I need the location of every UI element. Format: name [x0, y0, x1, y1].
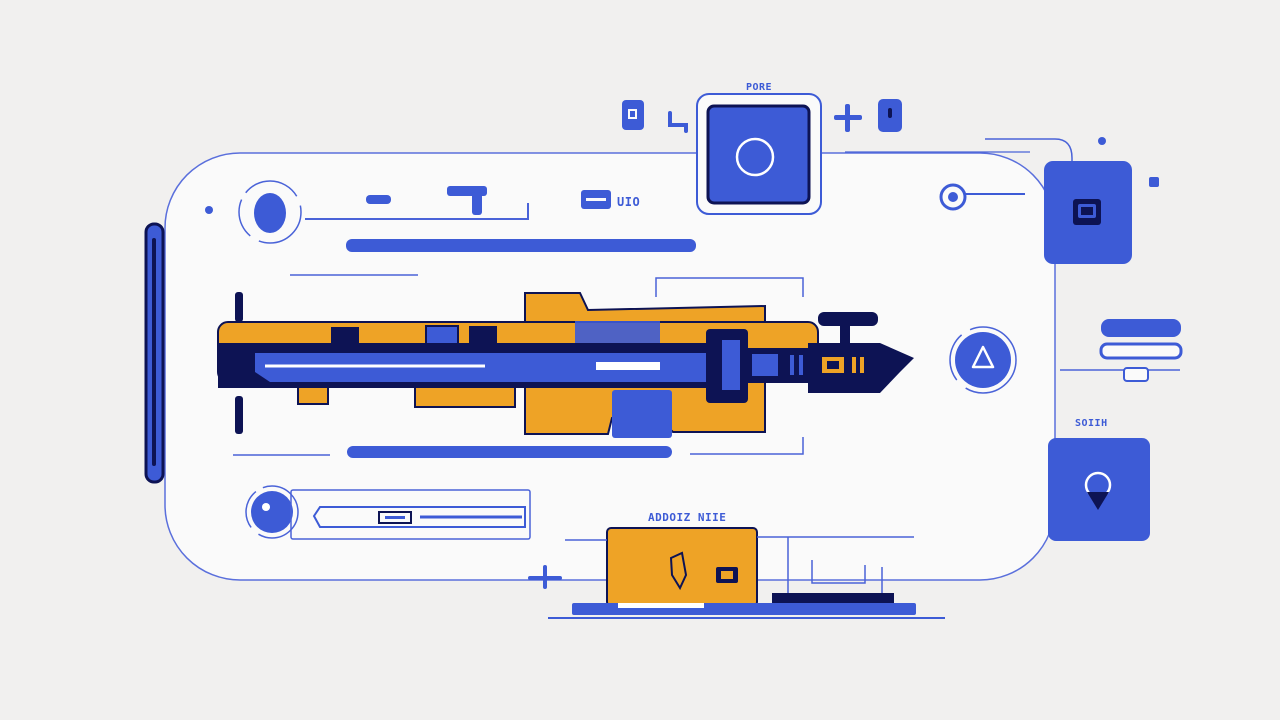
bottom-card-caption: ADDOIZ NIIE — [648, 511, 727, 524]
chip-icon — [1073, 199, 1101, 225]
left-dot — [205, 206, 213, 214]
plus-icon-bottom[interactable] — [528, 565, 562, 589]
avatar-circle-top[interactable] — [238, 180, 302, 244]
plus-icon[interactable] — [834, 104, 862, 132]
toolbar-caption: UIO — [617, 195, 641, 209]
circle-icon — [735, 137, 775, 177]
bottom-input-field[interactable] — [290, 489, 531, 540]
ring-connector[interactable] — [939, 183, 1025, 211]
step-arrow-icon — [668, 111, 688, 133]
right-bottom-card[interactable] — [1048, 438, 1150, 541]
location-pin-icon — [1084, 471, 1112, 510]
right-card-caption: SOIIH — [1075, 418, 1108, 429]
lower-progress-bar — [347, 446, 672, 458]
central-tool — [217, 292, 914, 438]
right-top-card[interactable] — [1044, 161, 1132, 264]
right-small-square — [1149, 177, 1159, 187]
top-left-toolbar — [305, 186, 529, 220]
triangle-button[interactable] — [949, 326, 1017, 394]
top-button-caption: PORE — [746, 82, 773, 93]
top-progress-bar — [346, 239, 696, 252]
toolbar-dash-1[interactable] — [366, 195, 391, 204]
top-main-button[interactable] — [696, 93, 822, 215]
left-vertical-bar-track — [152, 238, 156, 466]
mid-chip[interactable] — [581, 190, 611, 209]
avatar-circle-bottom[interactable] — [245, 485, 299, 539]
triangle-icon — [971, 345, 995, 369]
right-pill-stack[interactable] — [1060, 319, 1183, 382]
bottom-orange-card[interactable] — [606, 527, 758, 607]
